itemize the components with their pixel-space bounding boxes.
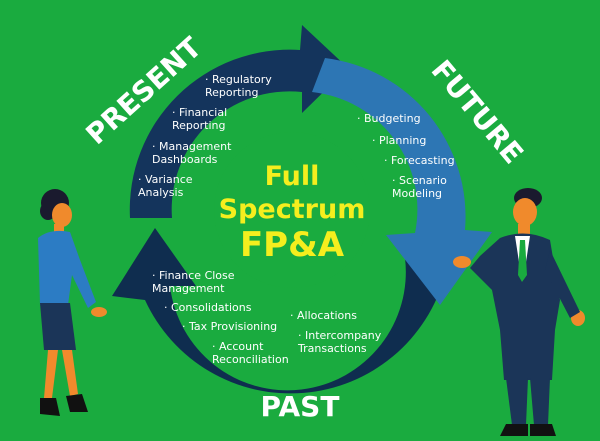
- future-item-text: Modeling: [392, 187, 442, 200]
- present-item-text: · Financial: [172, 106, 227, 119]
- past-items-right-text: · Allocations: [290, 309, 357, 322]
- future-item-text: · Scenario: [392, 174, 447, 187]
- present-item-text: Reporting: [205, 86, 258, 99]
- past-heading: PAST: [261, 390, 340, 423]
- present-item-text: Reporting: [172, 119, 225, 132]
- past-items-left-text: · Consolidations: [164, 301, 252, 314]
- future-items: · Budgeting · Planning · Forecasting · Scen…: [357, 112, 455, 200]
- present-item-text: · Regulatory: [205, 73, 272, 86]
- present-item-text: · Variance: [138, 173, 193, 186]
- center-title-line1: Full: [265, 161, 320, 192]
- past-items-right-text: · Intercompany: [298, 329, 382, 342]
- past-items-left-text: · Finance Close: [152, 269, 235, 282]
- past-items-right-text: Transactions: [297, 342, 367, 355]
- past-items-left-text: Reconciliation: [212, 353, 289, 366]
- past-segment: [112, 228, 445, 394]
- center-title-line3: FP&A: [240, 225, 345, 265]
- past-items-left-text: · Account: [212, 340, 264, 353]
- present-segment: [129, 25, 348, 218]
- future-segment: [312, 58, 492, 305]
- past-items-left-text: · Tax Provisioning: [182, 320, 277, 333]
- present-item-text: Dashboards: [152, 153, 218, 166]
- businesswoman-figure: [38, 189, 107, 416]
- past-items-left-text: Management: [152, 282, 225, 295]
- future-item-text: · Budgeting: [357, 112, 421, 125]
- present-item-text: · Management: [152, 140, 232, 153]
- future-item-text: · Planning: [372, 134, 426, 147]
- businessman-figure: [453, 188, 585, 436]
- center-title-line2: Spectrum: [219, 194, 366, 225]
- future-item-text: · Forecasting: [384, 154, 455, 167]
- center-circle: [214, 132, 370, 288]
- present-item-text: Analysis: [138, 186, 184, 199]
